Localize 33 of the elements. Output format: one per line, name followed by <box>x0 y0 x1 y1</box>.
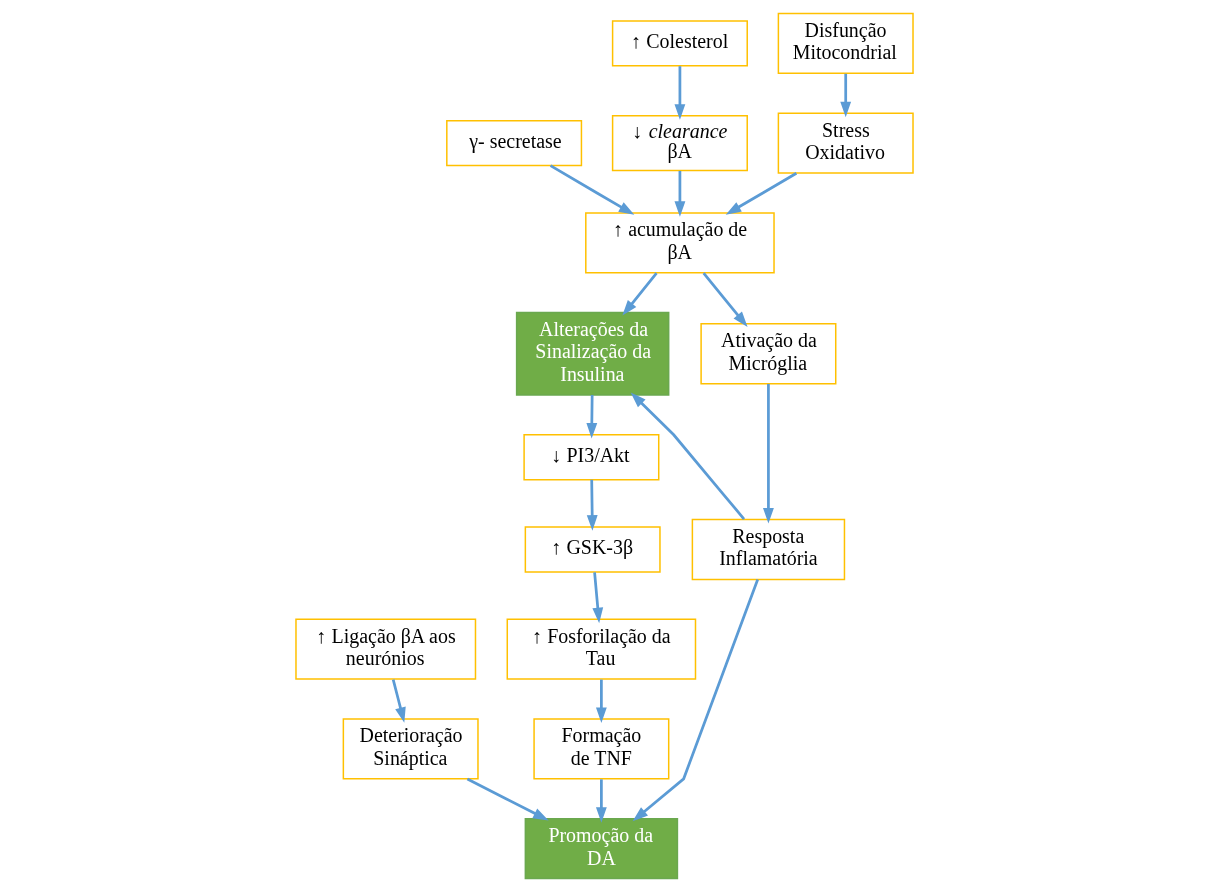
node-box: γ- secretase <box>445 119 582 167</box>
node-box: Resposta Inflamatória <box>691 518 845 581</box>
arrow <box>595 679 607 723</box>
node-box: Deterioração Sináptica <box>342 718 479 780</box>
arrow <box>585 394 597 439</box>
node-box: ↑ GSK-3β <box>524 526 661 573</box>
arrow <box>674 170 685 217</box>
arrow <box>702 272 748 327</box>
node-box: Promoção da DA <box>524 817 678 880</box>
node-box: ↑ Ligação βA aos neurónios <box>294 618 476 680</box>
arrow <box>839 73 851 118</box>
arrow <box>630 392 745 520</box>
arrow <box>595 779 607 823</box>
node-box: ↑ Colesterol <box>611 20 748 67</box>
node-box: ↓ clearance βA <box>611 114 748 172</box>
arrow <box>591 572 603 624</box>
arrow <box>466 777 549 821</box>
arrow <box>674 66 685 120</box>
node-box: Alterações da Sinalização da Insulina <box>515 311 669 396</box>
node-box: Disfunção Mitocondrial <box>777 12 914 75</box>
arrow <box>632 579 759 822</box>
node-box: ↓ PI3/Akt <box>522 434 659 481</box>
node-box: Ativação da Micróglia <box>699 323 836 385</box>
node-box: Stress Oxidativo <box>777 112 914 174</box>
node-box: Formação de TNF <box>532 718 669 780</box>
arrow <box>549 164 634 215</box>
arrow <box>391 679 406 723</box>
arrow <box>725 172 797 215</box>
arrow <box>586 479 598 531</box>
node-box: ↑ acumulação de βA <box>584 212 775 274</box>
arrow <box>621 272 658 316</box>
arrow <box>762 383 774 524</box>
node-box: ↑ Fosforilação da Tau <box>506 618 696 680</box>
